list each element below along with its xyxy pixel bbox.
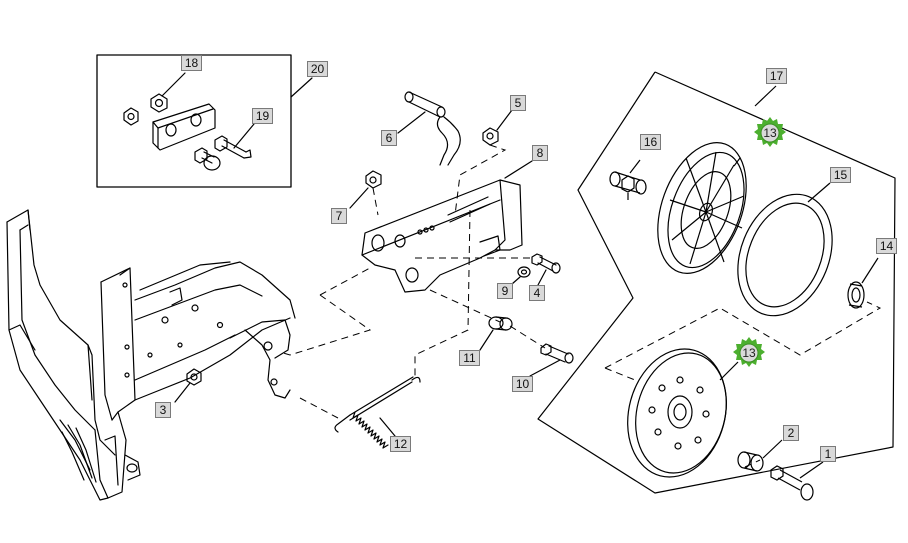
kit-nut-left <box>123 107 139 126</box>
callout-18[interactable]: 18 <box>181 55 202 71</box>
kit-bolts <box>194 123 255 171</box>
seed-disc-13-upper <box>657 142 747 274</box>
mounting-frame <box>6 209 296 501</box>
pin-6 <box>397 91 461 166</box>
nut-5 <box>482 127 499 146</box>
callout-5[interactable]: 5 <box>510 95 526 111</box>
spring-12 <box>334 376 421 449</box>
nut-3 <box>186 368 202 386</box>
leader-12 <box>379 417 396 437</box>
leader-20 <box>290 77 313 98</box>
callout-19[interactable]: 19 <box>252 108 273 124</box>
bracket-8 <box>361 160 533 293</box>
gear-badge-icon <box>733 337 765 367</box>
bearing-14 <box>847 257 879 309</box>
callout-10[interactable]: 10 <box>512 376 533 392</box>
callout-15[interactable]: 15 <box>830 167 851 183</box>
callout-8[interactable]: 8 <box>532 145 548 161</box>
callout-14[interactable]: 14 <box>876 238 897 254</box>
washer-9 <box>517 266 531 278</box>
bolt-10 <box>540 343 574 364</box>
callout-13-lower-label: 13 <box>742 346 756 360</box>
kit-plate <box>152 103 216 151</box>
callout-20[interactable]: 20 <box>307 61 328 77</box>
bolt-1 <box>770 461 824 501</box>
kit-nut-right <box>150 93 168 113</box>
gear-badge-icon <box>754 117 786 147</box>
callout-16[interactable]: 16 <box>640 134 661 150</box>
bolt-4 <box>531 253 561 274</box>
callout-1[interactable]: 1 <box>820 446 836 462</box>
callout-17[interactable]: 17 <box>766 68 787 84</box>
valve-16 <box>609 159 647 200</box>
callout-12[interactable]: 12 <box>390 436 411 452</box>
seal-ring-15 <box>737 182 833 317</box>
highlighted-callout-13-lower[interactable]: 13 <box>732 336 766 370</box>
callout-7[interactable]: 7 <box>331 208 347 224</box>
callout-4[interactable]: 4 <box>529 285 545 301</box>
seed-plate-13-lower <box>627 348 739 478</box>
bushing-11 <box>488 316 513 331</box>
callout-11[interactable]: 11 <box>459 350 480 366</box>
bushing-2 <box>737 439 783 472</box>
callout-13-upper-label: 13 <box>763 126 777 140</box>
leader-18 <box>161 72 186 97</box>
callout-2[interactable]: 2 <box>783 425 799 441</box>
nut-7 <box>365 170 382 189</box>
highlighted-callout-13-upper[interactable]: 13 <box>753 116 787 150</box>
callout-6[interactable]: 6 <box>381 130 397 146</box>
leader-3 <box>174 382 191 403</box>
callout-3[interactable]: 3 <box>155 402 171 418</box>
subassembly-17-outline <box>537 71 896 494</box>
callout-9[interactable]: 9 <box>497 283 513 299</box>
